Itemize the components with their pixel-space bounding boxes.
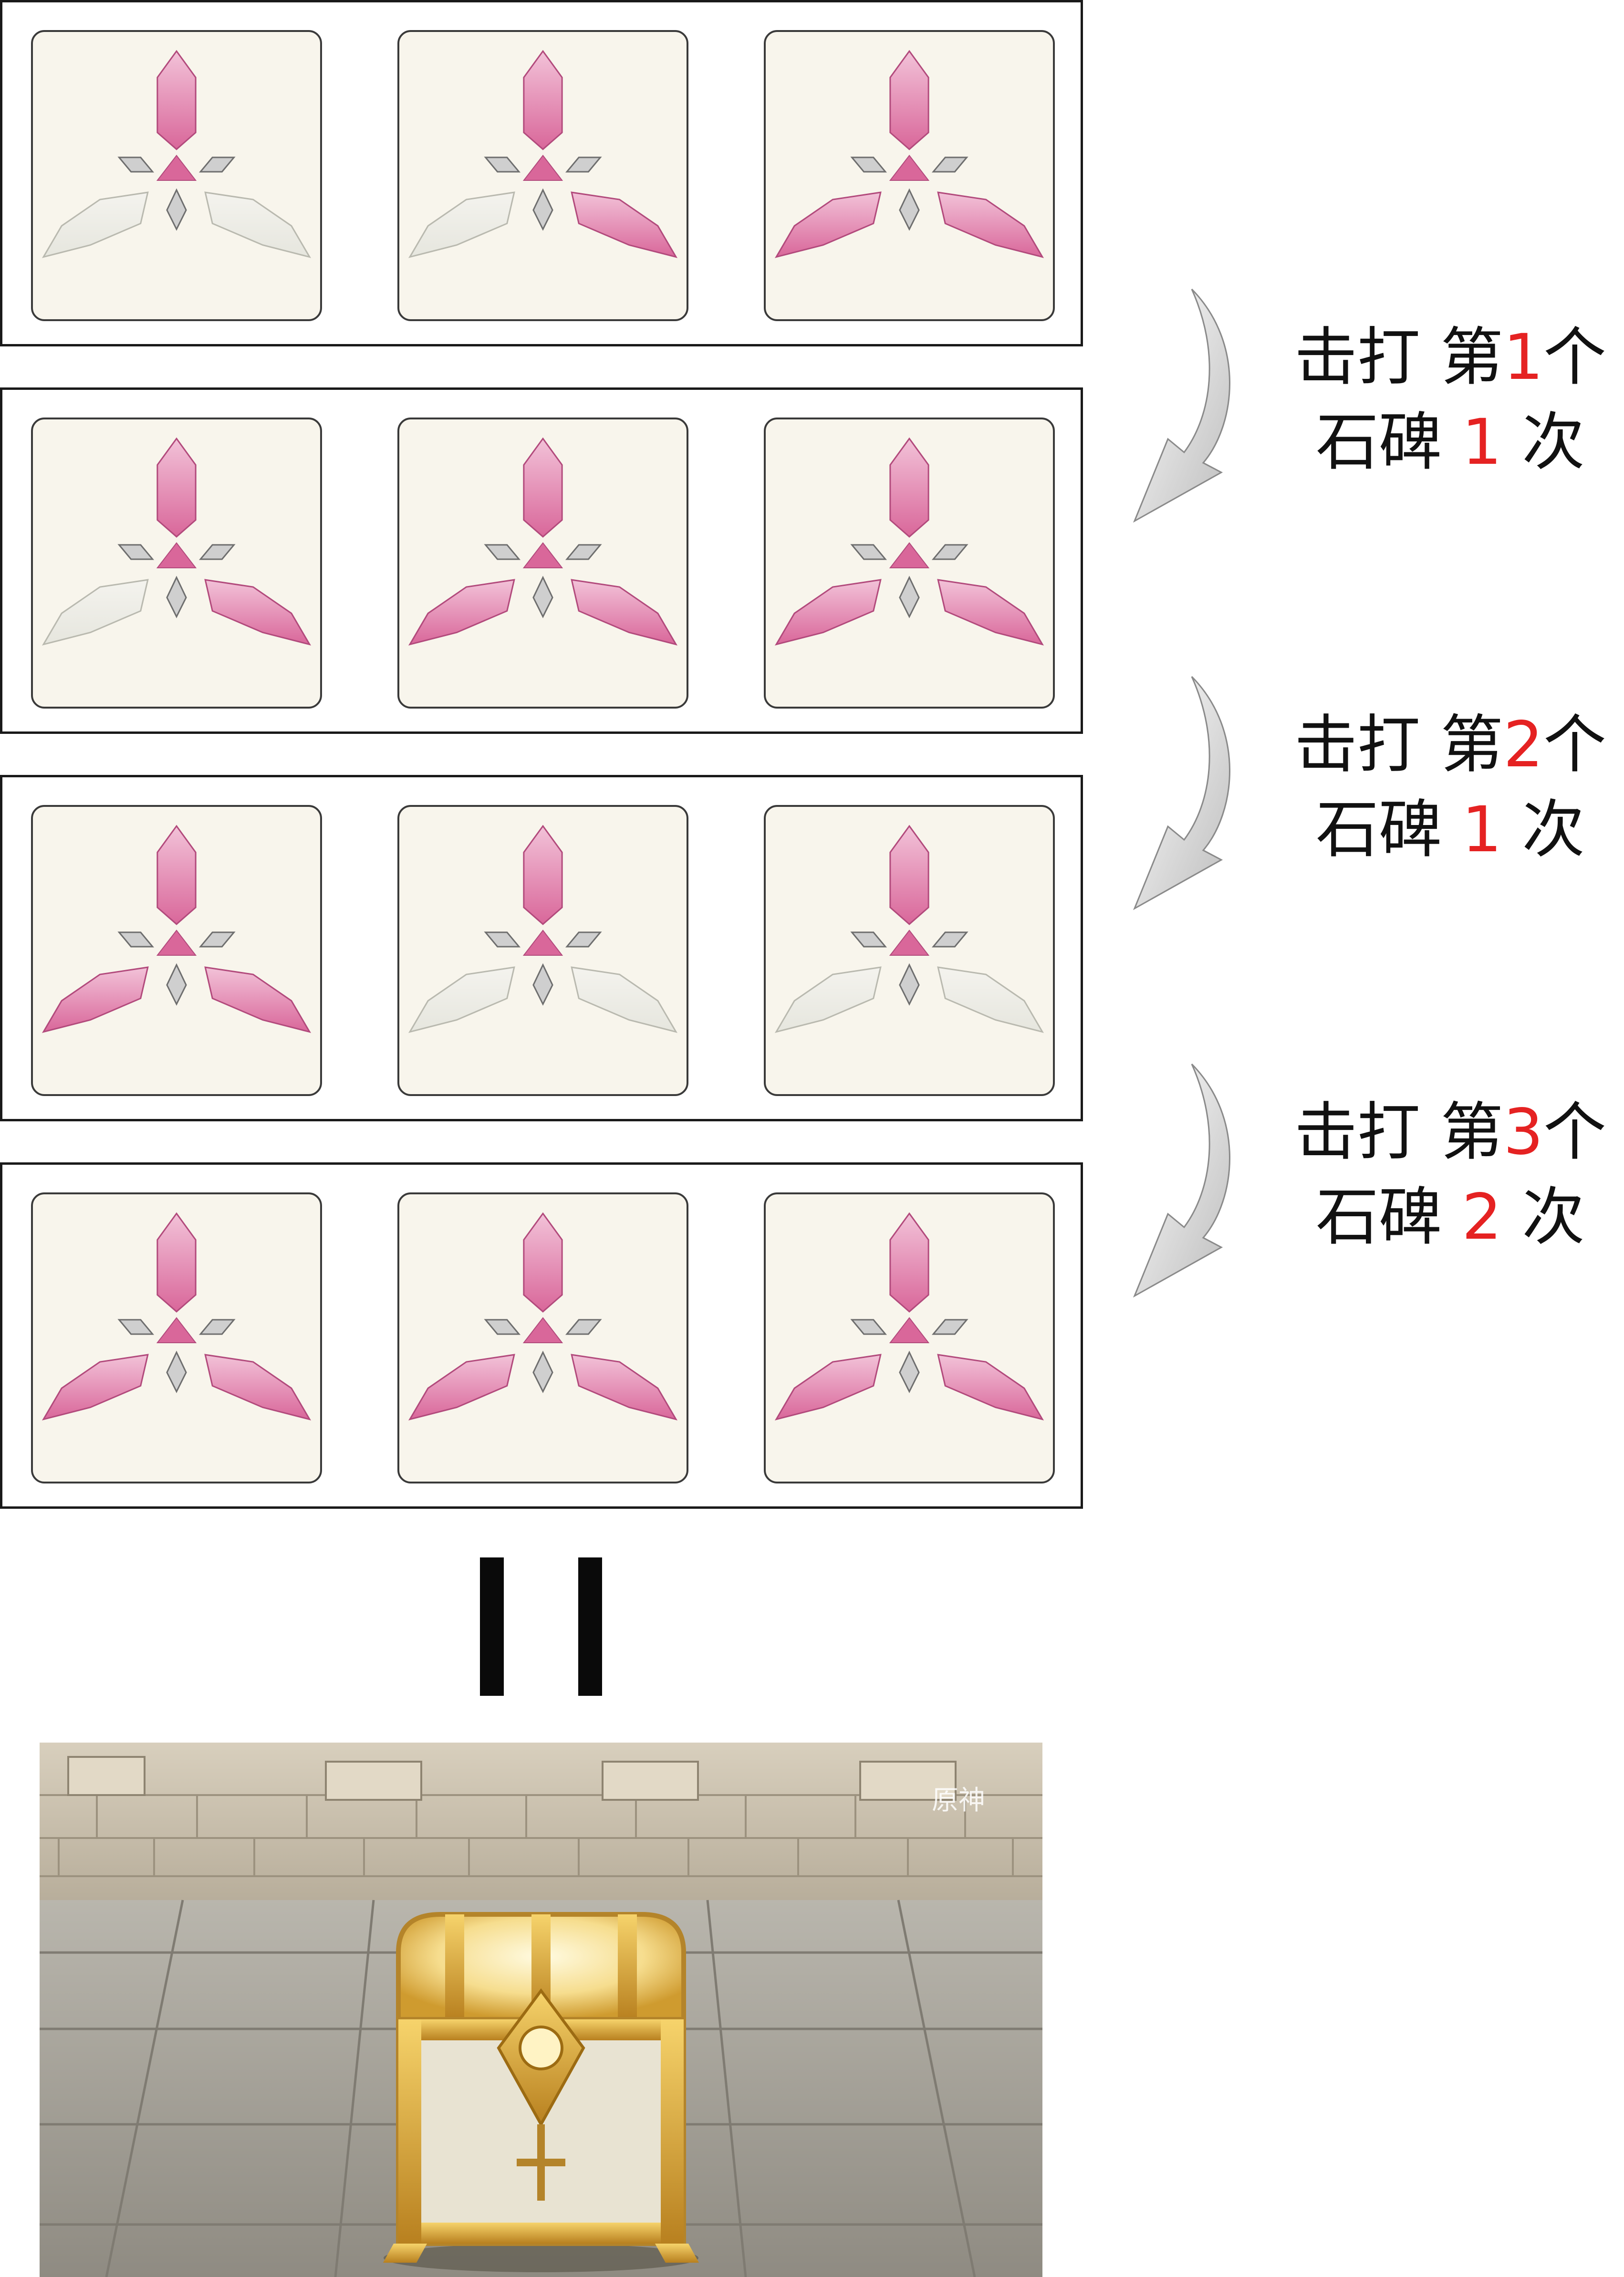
stele-tile-3: [764, 30, 1055, 321]
instruction-ordinal: 第3个: [1440, 1096, 1606, 1169]
instruction-unit: 次: [1521, 1180, 1585, 1254]
flower-emblem-icon: [408, 50, 678, 258]
stele-tile-3: [764, 1192, 1055, 1483]
stele-number: 1: [1503, 321, 1543, 394]
instruction-object: 石碑: [1316, 406, 1442, 479]
stele-tile-1: [31, 805, 322, 1096]
curved-down-arrow-icon: [1133, 1063, 1230, 1298]
state-row-1: [0, 0, 1083, 346]
flower-emblem-icon: [408, 437, 678, 646]
flower-emblem-icon: [42, 1212, 312, 1421]
flower-emblem-icon: [774, 1212, 1044, 1421]
flower-emblem-icon: [408, 825, 678, 1033]
flower-emblem-icon: [774, 825, 1044, 1033]
treasure-chest-icon: 原神: [40, 1743, 1042, 2277]
flower-emblem-icon: [408, 1212, 678, 1421]
stele-tile-1: [31, 1192, 322, 1483]
state-row-2: [0, 387, 1083, 734]
state-row-3: [0, 775, 1083, 1121]
treasure-chest-screenshot: 原神: [40, 1743, 1042, 2277]
stele-tile-1: [31, 418, 322, 709]
stele-tile-2: [397, 30, 688, 321]
stele-tile-2: [397, 418, 688, 709]
watermark-text: 原神: [932, 1785, 985, 1816]
stele-tile-2: [397, 805, 688, 1096]
flower-emblem-icon: [774, 437, 1044, 646]
instruction-caption-1: 击打 第1个 石碑 1 次: [1283, 315, 1617, 485]
hit-count: 2: [1462, 1180, 1502, 1254]
instruction-ordinal: 第2个: [1440, 708, 1606, 782]
stele-number: 2: [1503, 708, 1543, 782]
instruction-unit: 次: [1521, 793, 1585, 867]
stele-number: 3: [1503, 1096, 1543, 1169]
treasure-chest: [383, 1912, 699, 2272]
equals-bar-left: [480, 1557, 504, 1696]
state-row-4: [0, 1162, 1083, 1509]
instruction-action: 击打: [1294, 708, 1421, 782]
flower-emblem-icon: [774, 50, 1044, 258]
instruction-unit: 次: [1521, 406, 1585, 479]
stele-tile-1: [31, 30, 322, 321]
stele-tile-2: [397, 1192, 688, 1483]
hit-count: 1: [1462, 793, 1502, 867]
flower-emblem-icon: [42, 50, 312, 258]
instruction-action: 击打: [1294, 321, 1421, 394]
instruction-action: 击打: [1294, 1096, 1421, 1169]
flower-emblem-icon: [42, 437, 312, 646]
stele-tile-3: [764, 418, 1055, 709]
instruction-object: 石碑: [1316, 793, 1442, 867]
flower-emblem-icon: [42, 825, 312, 1033]
curved-down-arrow-icon: [1133, 288, 1230, 523]
instruction-caption-3: 击打 第3个 石碑 2 次: [1283, 1090, 1617, 1260]
hit-count: 1: [1462, 406, 1502, 479]
curved-down-arrow-icon: [1133, 676, 1230, 910]
instruction-ordinal: 第1个: [1440, 321, 1606, 394]
instruction-caption-2: 击打 第2个 石碑 1 次: [1283, 702, 1617, 872]
stele-tile-3: [764, 805, 1055, 1096]
equals-bar-right: [578, 1557, 602, 1696]
instruction-object: 石碑: [1316, 1180, 1442, 1254]
